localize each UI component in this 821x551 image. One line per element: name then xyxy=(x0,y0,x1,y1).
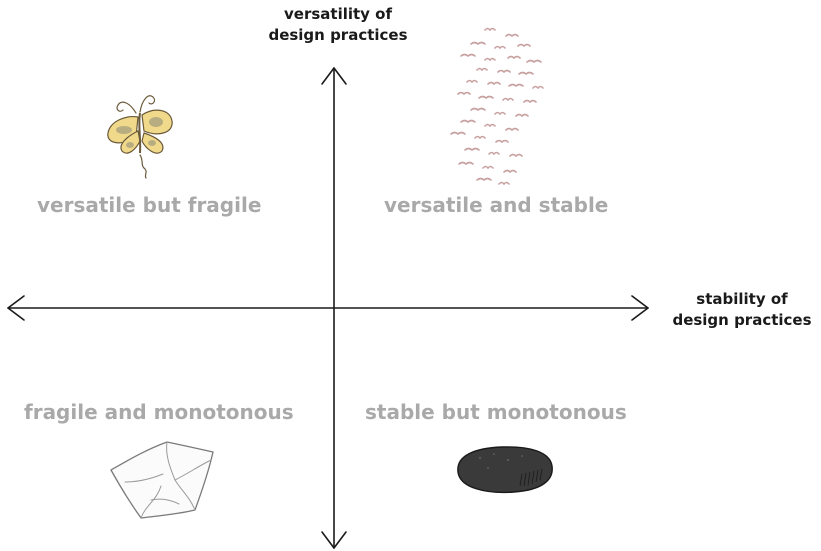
bird-stroke xyxy=(508,57,520,59)
bird-stroke xyxy=(506,129,518,131)
bird-stroke xyxy=(519,73,533,75)
bird-stroke xyxy=(498,71,510,73)
bird-stroke xyxy=(503,99,513,101)
stone-icon xyxy=(450,438,560,498)
bird-stroke xyxy=(510,155,522,157)
bird-stroke xyxy=(496,141,508,143)
bird-stroke xyxy=(471,109,485,111)
quadrant-label-fragile-and-monotonous: fragile and monotonous xyxy=(24,400,294,424)
bird-stroke xyxy=(533,87,543,89)
quadrant-label-stable-but-monotonous: stable but monotonous xyxy=(365,400,627,424)
bird-stroke xyxy=(485,125,495,127)
bird-stroke xyxy=(459,163,473,165)
bird-stroke xyxy=(471,43,485,45)
x-axis-label: stability of design practices xyxy=(665,289,819,331)
y-axis-label: versatility of design practices xyxy=(250,4,426,46)
bird-stroke xyxy=(518,45,530,47)
x-axis-label-line-2: design practices xyxy=(665,310,819,331)
bird-stroke xyxy=(499,183,509,185)
bird-stroke xyxy=(485,59,495,61)
bird-stroke xyxy=(461,55,475,57)
bird-stroke xyxy=(495,47,505,49)
bird-stroke xyxy=(489,153,499,155)
x-axis-label-line-1: stability of xyxy=(665,289,819,310)
bird-stroke xyxy=(467,81,477,83)
y-axis-label-line-2: design practices xyxy=(250,25,426,46)
bird-stroke xyxy=(477,179,491,181)
bird-stroke xyxy=(458,93,470,95)
bird-stroke xyxy=(509,85,523,87)
bird-stroke xyxy=(465,149,479,151)
crumpled-paper-icon xyxy=(105,430,220,522)
bird-stroke xyxy=(483,167,493,169)
bird-stroke xyxy=(504,171,516,173)
bird-stroke xyxy=(495,113,505,115)
y-axis-label-line-1: versatility of xyxy=(250,4,426,25)
bird-stroke xyxy=(488,83,500,85)
bird-stroke xyxy=(451,133,465,135)
bird-stroke xyxy=(475,137,485,139)
bird-stroke xyxy=(479,97,493,99)
butterfly-icon xyxy=(100,85,180,185)
horizontal-axis xyxy=(8,296,648,320)
quadrant-label-versatile-and-stable: versatile and stable xyxy=(384,193,608,217)
bird-stroke xyxy=(461,121,475,123)
bird-stroke xyxy=(477,69,487,71)
bird-stroke xyxy=(516,115,528,117)
bird-stroke xyxy=(506,35,518,37)
quadrant-label-versatile-but-fragile: versatile but fragile xyxy=(37,193,261,217)
bird-stroke xyxy=(524,101,536,103)
bird-flock-icon xyxy=(438,22,568,190)
bird-stroke xyxy=(527,61,541,63)
bird-stroke xyxy=(485,29,495,31)
